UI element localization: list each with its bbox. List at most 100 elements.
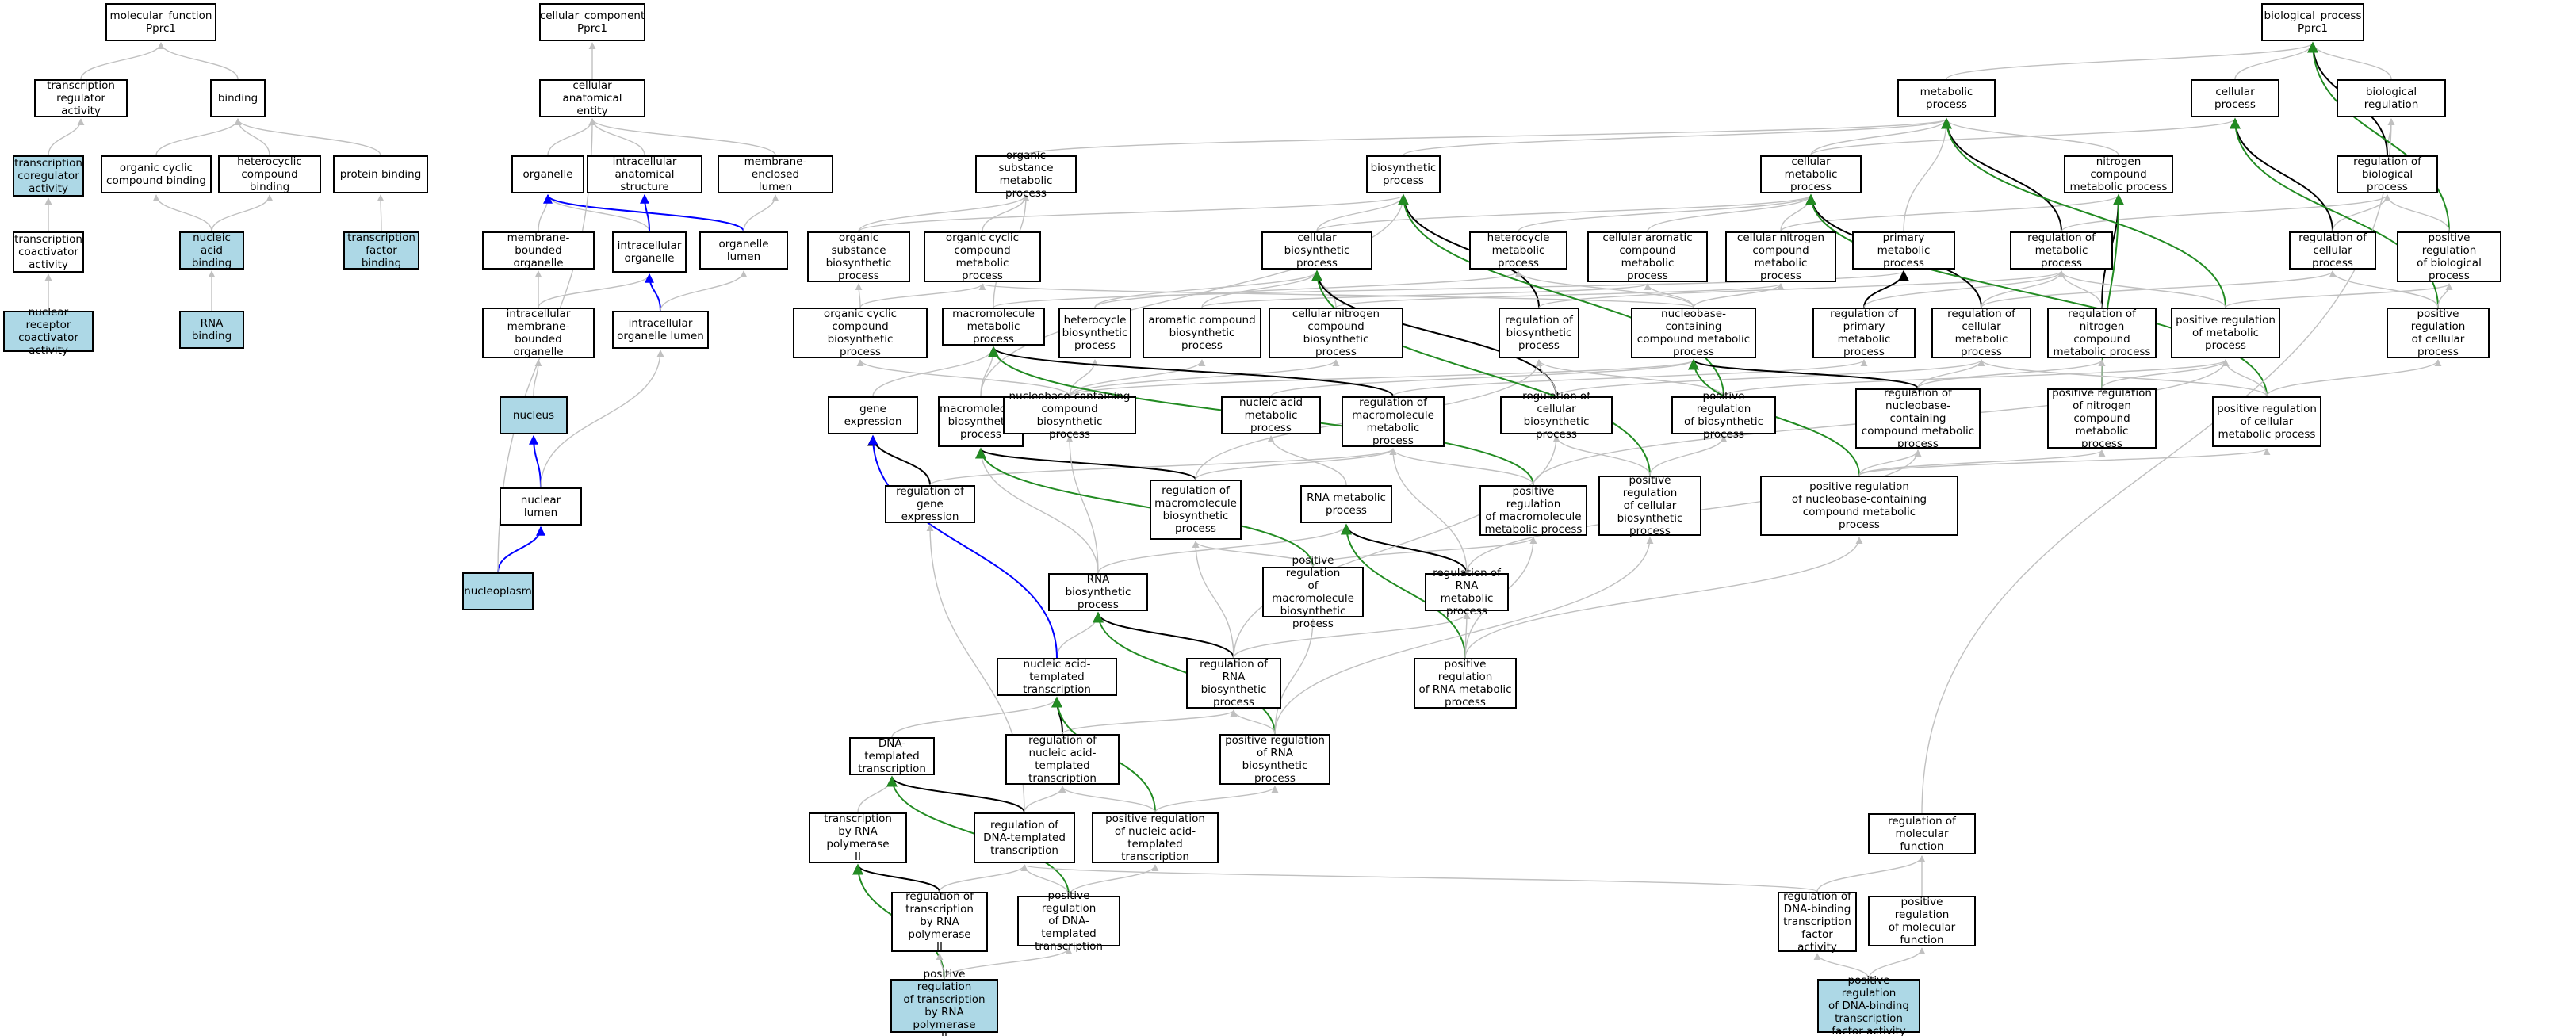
node-pb[interactable]: protein binding [333,155,428,193]
node-ol[interactable]: organelle lumen [699,231,788,270]
node-rnab[interactable]: RNA binding [179,311,244,349]
node-mf[interactable]: molecular_function Pprc1 [105,3,216,41]
node-rocbp[interactable]: regulation of cellular biosynthetic proc… [1500,390,1613,441]
node-rodbtfa[interactable]: regulation of DNA-binding transcription … [1778,890,1857,954]
node-proncmp[interactable]: positive regulation of nitrogen compound… [2047,387,2157,450]
node-hmp[interactable]: heterocycle metabolic process [1469,231,1567,270]
edge-prommp-to-rommp [1389,448,1534,486]
node-ronatt[interactable]: regulation of nucleic acid-templated tra… [1005,734,1120,785]
node-bp[interactable]: biological_process Pprc1 [2261,3,2364,41]
node-rommp[interactable]: regulation of macromolecule metabolic pr… [1342,396,1445,447]
edge-prornabp-to-procbp [1274,537,1654,735]
node-iol[interactable]: intracellular organelle lumen [612,311,709,349]
node-cc[interactable]: cellular_component Pprc1 [539,3,645,41]
node-procp[interactable]: positive regulation of cellular process [2387,308,2490,358]
node-binding[interactable]: binding [210,79,266,117]
edge-procbp-to-probiosyn [1649,435,1728,476]
node-ocb[interactable]: organic cyclic compound binding [101,155,212,193]
node-ias[interactable]: intracellular anatomical structure [587,155,702,193]
node-cncbp[interactable]: cellular nitrogen compound biosynthetic … [1269,308,1403,358]
node-metproc[interactable]: metabolic process [1897,79,1996,117]
node-mbo[interactable]: membrane-bounded organelle [482,231,595,270]
node-ronccmp[interactable]: regulation of nucleobase-containing comp… [1855,387,1981,450]
node-pronatt[interactable]: positive regulation of nucleic acid-temp… [1092,812,1219,863]
edge-occbp-to-occmp [859,283,986,308]
node-io[interactable]: intracellular organelle [612,231,687,273]
node-promf[interactable]: positive regulation of molecular functio… [1868,896,1976,946]
node-osbp[interactable]: organic substance biosynthetic process [807,231,910,282]
node-tca[interactable]: transcription coregulator activity [13,155,84,197]
node-probiosyn[interactable]: positive regulation of biosynthetic proc… [1671,390,1776,441]
edge-protbrp-to-prodtt [944,947,1073,980]
node-nab[interactable]: nucleic acid binding [179,231,244,270]
edge-probiosyn-to-promp [1723,359,2230,397]
node-rocmp[interactable]: regulation of cellular metabolic process [1931,308,2031,358]
node-roge[interactable]: regulation of gene expression [885,485,975,523]
node-prommp[interactable]: positive regulation of macromolecule met… [1479,485,1587,536]
node-cncmp[interactable]: cellular nitrogen compound metabolic pro… [1725,231,1836,282]
node-roncmp[interactable]: regulation of nitrogen compound metaboli… [2047,308,2157,358]
node-prodtt[interactable]: positive regulation of DNA-templated tra… [1017,889,1120,953]
node-rnamp[interactable]: RNA metabolic process [1300,485,1392,523]
node-occbp[interactable]: organic cyclic compound biosynthetic pro… [793,308,928,358]
node-osmp[interactable]: organic substance metabolic process [975,149,1077,200]
node-acbp[interactable]: aromatic compound biosynthetic process [1143,308,1261,358]
node-procbp[interactable]: positive regulation of cellular biosynth… [1598,474,1701,537]
node-probp[interactable]: positive regulation of biological proces… [2397,231,2501,282]
node-tcoa[interactable]: transcription coactivator activity [13,231,84,273]
node-dtt[interactable]: DNA-templated transcription [849,737,935,775]
node-rodtt[interactable]: regulation of DNA-templated transcriptio… [974,812,1075,863]
node-nucleus[interactable]: nucleus [500,396,568,434]
node-cacmp[interactable]: cellular aromatic compound metabolic pro… [1587,231,1708,282]
node-mmp[interactable]: macromolecule metabolic process [942,308,1045,346]
node-nccmp[interactable]: nucleobase-containing compound metabolic… [1631,308,1756,358]
node-tbrp[interactable]: transcription by RNA polymerase II [809,812,907,863]
node-biosyn[interactable]: biosynthetic process [1366,155,1441,193]
node-np[interactable]: nucleoplasm [462,572,534,610]
node-robp[interactable]: regulation of biological process [2337,155,2438,193]
node-occmp[interactable]: organic cyclic compound metabolic proces… [924,231,1041,282]
node-nccbp[interactable]: nucleobase-containing compound biosynthe… [1003,390,1136,441]
node-robiosyn[interactable]: regulation of biosynthetic process [1499,308,1579,358]
node-proncc[interactable]: positive regulation of nucleobase-contai… [1760,476,1958,536]
node-hbp[interactable]: heterocycle biosynthetic process [1058,308,1131,358]
node-namp[interactable]: nucleic acid metabolic process [1221,396,1321,434]
node-nrca[interactable]: nuclear receptor coactivator activity [3,306,94,357]
node-prornamp[interactable]: positive regulation of RNA metabolic pro… [1414,658,1517,709]
node-ropmp[interactable]: regulation of primary metabolic process [1812,308,1916,358]
node-ncmp[interactable]: nitrogen compound metabolic process [2064,155,2173,193]
node-nl[interactable]: nuclear lumen [500,487,582,526]
node-imbo[interactable]: intracellular membrane-bounded organelle [482,308,595,358]
node-prornabp[interactable]: positive regulation of RNA biosynthetic … [1219,734,1330,785]
edge-proncmp-to-promp [2101,359,2230,389]
node-organelle[interactable]: organelle [511,155,584,193]
node-cae[interactable]: cellular anatomical entity [539,79,645,117]
node-bioreg[interactable]: biological regulation [2337,79,2446,117]
node-pmp[interactable]: primary metabolic process [1852,231,1955,270]
node-prombp[interactable]: positive regulation of macromolecule bio… [1262,554,1364,630]
edge-namp-to-nccmp [1270,359,1698,397]
node-cbp[interactable]: cellular biosynthetic process [1261,231,1372,270]
node-romp[interactable]: regulation of metabolic process [2010,231,2113,270]
node-rotbrp[interactable]: regulation of transcription by RNA polym… [891,890,988,954]
node-rombp[interactable]: regulation of macromolecule biosynthetic… [1150,480,1242,540]
node-romf[interactable]: regulation of molecular function [1868,813,1976,854]
node-rornamp[interactable]: regulation of RNA metabolic process [1425,567,1509,617]
node-ge[interactable]: gene expression [828,396,918,434]
node-rornabp[interactable]: regulation of RNA biosynthetic process [1186,658,1281,709]
node-promp[interactable]: positive regulation of metabolic process [2171,308,2280,358]
node-tra[interactable]: transcription regulator activity [34,79,128,117]
node-cellproc[interactable]: cellular process [2191,79,2279,117]
node-hcb[interactable]: heterocyclic compound binding [218,155,321,193]
node-rnabp[interactable]: RNA biosynthetic process [1048,573,1148,611]
edge-rnamp-to-namp [1267,435,1347,486]
node-tfb[interactable]: transcription factor binding [343,231,419,270]
node-protbrp[interactable]: positive regulation of transcription by … [890,968,998,1036]
node-mel[interactable]: membrane-enclosed lumen [718,155,833,193]
node-natt[interactable]: nucleic acid-templated transcription [997,658,1117,696]
edge-np-to-nl [497,526,545,573]
node-rocp[interactable]: regulation of cellular process [2289,231,2376,270]
node-cmp[interactable]: cellular metabolic process [1760,155,1862,193]
node-prodbtfa[interactable]: positive regulation of DNA-binding trans… [1817,974,1920,1036]
node-procmp[interactable]: positive regulation of cellular metaboli… [2212,396,2321,447]
